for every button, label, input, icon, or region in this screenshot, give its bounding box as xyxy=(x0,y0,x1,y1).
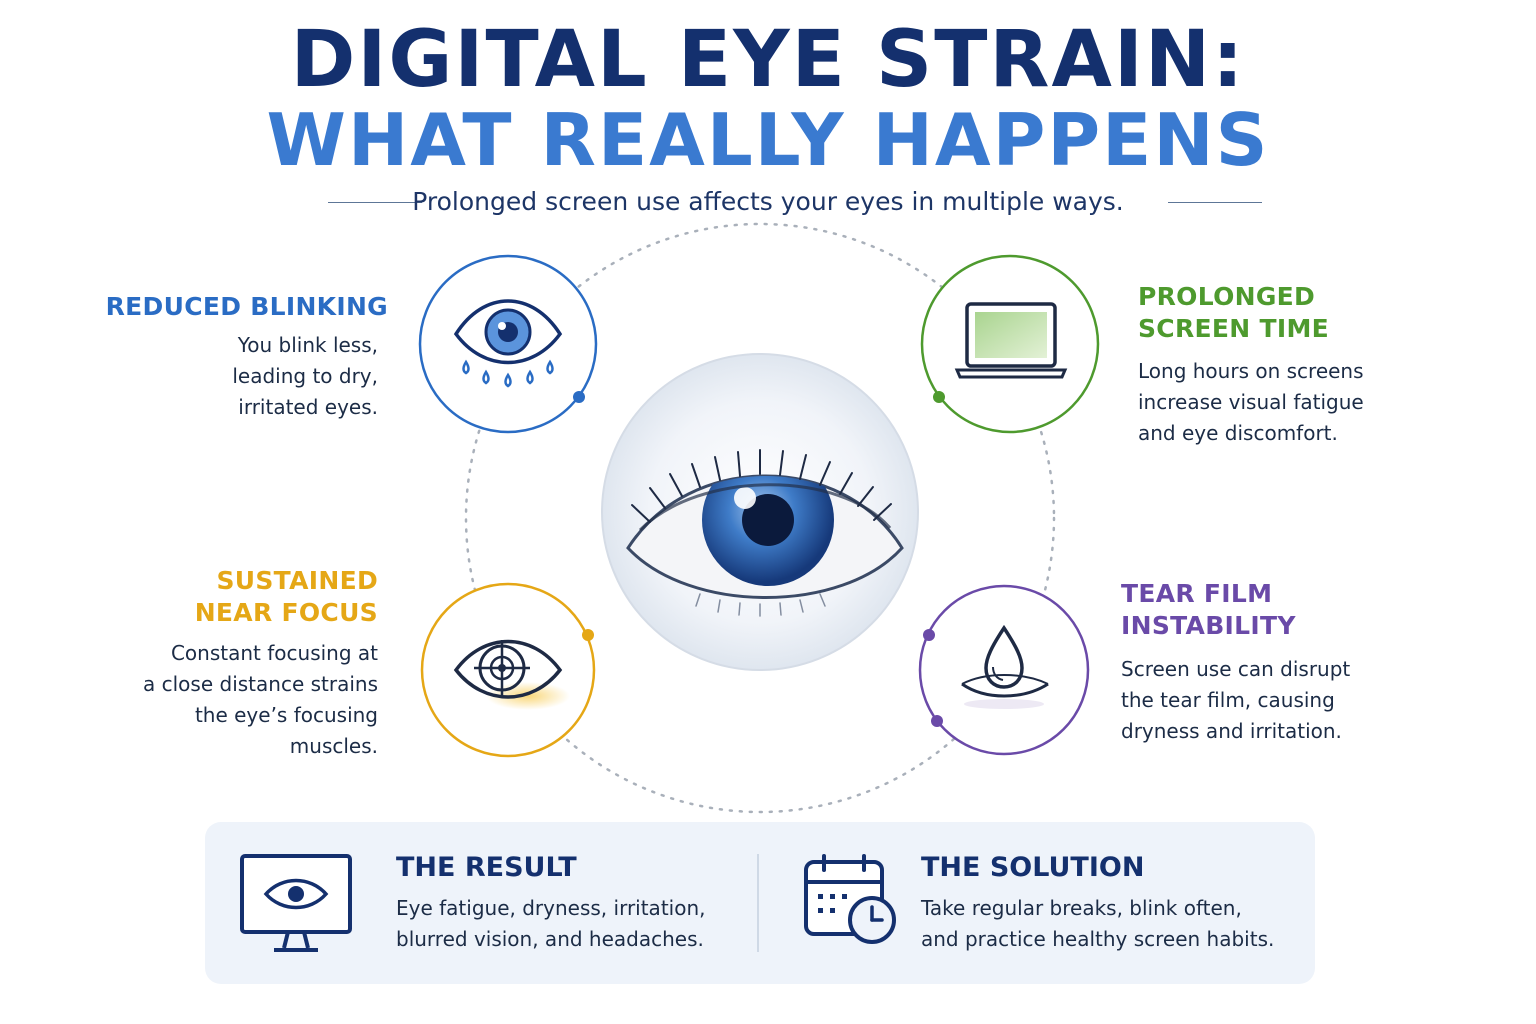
tear-film-instability-circle xyxy=(918,584,1090,756)
prolonged-screen-time-line-1: Long hours on screens xyxy=(1138,359,1364,383)
sustained-near-focus-line-2: a close distance strains xyxy=(143,672,378,696)
tear-film-instability-line-2: the tear film, causing xyxy=(1121,688,1335,712)
teary-eye-icon xyxy=(453,299,563,388)
sustained-near-focus-heading: SUSTAINED NEAR FOCUS xyxy=(90,565,378,629)
page-title-line-1: DIGITAL EYE STRAIN: xyxy=(290,15,1246,105)
tear-film-instability-heading: TEAR FILM INSTABILITY xyxy=(1121,578,1501,642)
solution-heading: THE SOLUTION xyxy=(921,852,1145,883)
reduced-blinking-circle xyxy=(418,254,598,434)
subtitle: Prolonged screen use affects your eyes i… xyxy=(412,187,1124,216)
reduced-blinking-line-2: leading to dry, xyxy=(232,364,378,388)
tear-film-instability-heading-line-2: INSTABILITY xyxy=(1121,611,1296,640)
result-line-2: blurred vision, and headaches. xyxy=(396,927,704,951)
tear-drop-icon xyxy=(961,624,1049,709)
subtitle-rule-left xyxy=(328,202,422,203)
tear-film-instability-line-1: Screen use can disrupt xyxy=(1121,657,1351,681)
summary-panel-divider xyxy=(757,854,759,952)
reduced-blinking-line-1: You blink less, xyxy=(237,333,378,357)
page-title-line-2: WHAT REALLY HAPPENS xyxy=(266,98,1270,182)
subtitle-rule-right xyxy=(1168,202,1262,203)
solution-line-2: and practice healthy screen habits. xyxy=(921,927,1275,951)
monitor-eye-icon xyxy=(240,854,352,952)
reduced-blinking-text: You blink less, leading to dry, irritate… xyxy=(90,330,378,423)
sustained-near-focus-heading-line-1: SUSTAINED xyxy=(216,566,378,595)
dotted-orbit xyxy=(464,222,1056,814)
tear-film-instability-text: Screen use can disrupt the tear film, ca… xyxy=(1121,654,1501,747)
solution-line-1: Take regular breaks, blink often, xyxy=(921,896,1242,920)
reduced-blinking-heading: REDUCED BLINKING xyxy=(105,292,388,321)
prolonged-screen-time-text: Long hours on screens increase visual fa… xyxy=(1138,356,1498,449)
result-line-1: Eye fatigue, dryness, irritation, xyxy=(396,896,706,920)
central-eye-icon xyxy=(601,353,919,671)
prolonged-screen-time-line-2: increase visual fatigue xyxy=(1138,390,1364,414)
result-heading: THE RESULT xyxy=(396,852,577,883)
sustained-near-focus-text: Constant focusing at a close distance st… xyxy=(60,638,378,762)
reduced-blinking-line-3: irritated eyes. xyxy=(238,395,378,419)
prolonged-screen-time-line-3: and eye discomfort. xyxy=(1138,421,1338,445)
tear-film-instability-line-3: dryness and irritation. xyxy=(1121,719,1342,743)
prolonged-screen-time-heading-line-1: PROLONGED xyxy=(1138,282,1316,311)
sustained-near-focus-line-3: the eye’s focusing xyxy=(194,703,378,727)
sustained-near-focus-heading-line-2: NEAR FOCUS xyxy=(194,598,378,627)
result-text: Eye fatigue, dryness, irritation, blurre… xyxy=(396,893,746,955)
eye-target-icon xyxy=(453,639,563,699)
summary-panel xyxy=(205,822,1315,984)
solution-text: Take regular breaks, blink often, and pr… xyxy=(921,893,1291,955)
tear-film-instability-heading-line-1: TEAR FILM xyxy=(1121,579,1273,608)
sustained-near-focus-line-1: Constant focusing at xyxy=(170,641,378,665)
sustained-near-focus-circle xyxy=(420,582,596,758)
prolonged-screen-time-heading-line-2: SCREEN TIME xyxy=(1138,314,1329,343)
calendar-clock-icon xyxy=(804,854,896,944)
sustained-near-focus-line-4: muscles. xyxy=(289,734,378,758)
prolonged-screen-time-heading: PROLONGED SCREEN TIME xyxy=(1138,281,1498,345)
prolonged-screen-time-circle xyxy=(920,254,1100,434)
laptop-icon xyxy=(954,302,1068,379)
